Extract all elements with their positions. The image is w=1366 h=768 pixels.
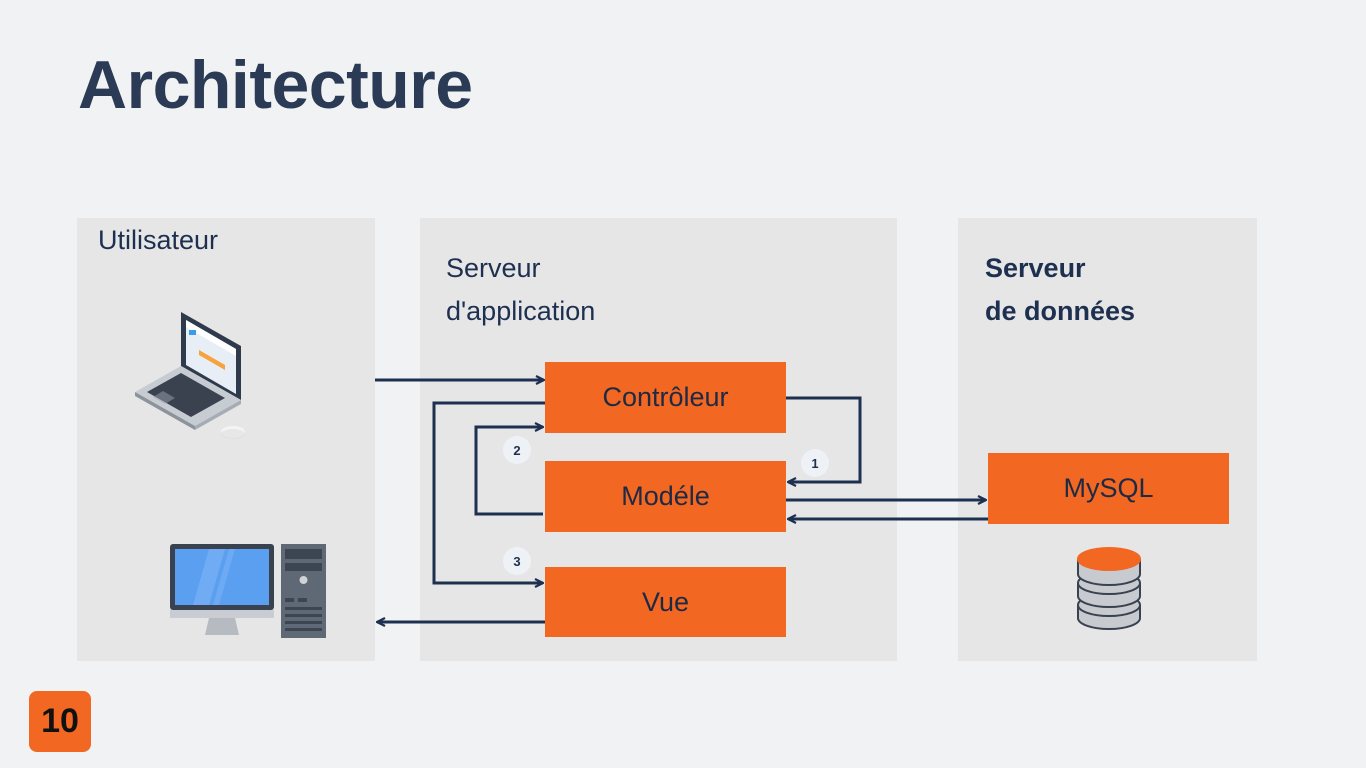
page-number: 10: [29, 691, 91, 752]
data-server-label-line1: Serveur: [985, 253, 1086, 283]
view-box: Vue: [545, 567, 786, 637]
step-badge-3: 3: [503, 547, 531, 575]
controller-box: Contrôleur: [545, 362, 786, 433]
app-server-label: Serveur d'application: [446, 247, 595, 333]
step-badge-2: 2: [503, 436, 531, 464]
laptop-icon: [135, 312, 245, 439]
data-server-label: Serveur de données: [985, 247, 1135, 333]
app-server-label-line1: Serveur: [446, 253, 541, 283]
arrow-controller-to-view: [432, 401, 545, 583]
user-panel-label: Utilisateur: [98, 225, 219, 255]
desktop-computer-icon: [170, 544, 326, 638]
app-server-label-line2: d'application: [446, 296, 596, 326]
step-badge-1: 1: [801, 449, 829, 477]
model-box: Modéle: [545, 461, 786, 532]
page-title: Architecture: [78, 47, 473, 123]
data-server-label-line2: de données: [985, 296, 1136, 326]
arrow-controller-to-model: [786, 396, 862, 482]
database-icon: [1077, 547, 1141, 630]
arrow-model-to-controller: [474, 427, 543, 516]
mysql-box: MySQL: [988, 453, 1229, 524]
